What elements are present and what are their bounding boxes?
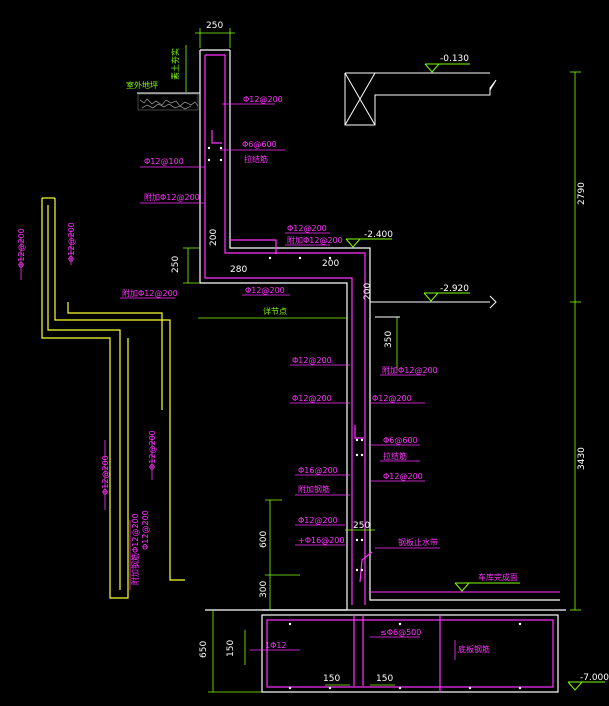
level-2: -2.400 [364,230,393,240]
level-marker-3 [423,292,470,302]
label-soil: 素土夯实 [170,48,180,80]
level-lines [344,72,560,593]
level-4: -7.000 [580,673,609,683]
label-r-d: Φ12@200 [292,356,332,365]
dim-right-upper: 2790 [577,182,587,205]
left-label-add: 附加Φ12@200 [122,288,178,298]
label-r-phi6-a: Φ6@600 [242,140,277,149]
dim-top-width: 250 [206,21,223,31]
left-label-add-bottom: 附加钢筋Φ12@200 [130,513,140,585]
level-marker-4 [567,681,605,691]
dim-280: 280 [230,265,247,275]
dim-left-650: 650 [199,641,209,658]
label-tie-b: 拉结筋 [383,451,407,461]
level-marker-2 [345,238,392,248]
concrete-outline [199,49,566,693]
dim-right-lower: 3430 [577,447,587,470]
level-1: -0.130 [440,54,469,64]
left-label-b: Φ12@200 [67,222,76,262]
level-markers [345,63,605,691]
label-r-add-c: 附加Φ12@200 [382,365,438,375]
dim-150-left: 150 [226,640,236,657]
level-marker-floor [454,582,520,592]
wall-outline-left [199,50,348,611]
label-tie-a: 拉结筋 [244,154,268,164]
dim-200-c: 200 [363,283,373,300]
left-detail [41,197,185,599]
left-label-a: Φ12@200 [17,228,26,268]
dim-350: 350 [384,331,394,348]
dim-200-b: 200 [322,259,339,269]
label-r-f: Φ12@200 [372,394,412,403]
label-dim-note: 详节点 [263,306,287,316]
level-marker-1 [424,63,470,73]
dim-250-mid: 250 [353,521,370,531]
left-detail-leaders [20,230,175,590]
dim-200-a: 200 [209,229,219,246]
label-base-note: 底板钢筋 [458,644,490,654]
base-slab [261,614,559,693]
level-text: -0.130 -2.400 -2.920 -7.000 [364,54,609,683]
rebar-dots [207,146,522,690]
label-phi6-500: ≤Φ6@500 [380,628,421,637]
wall-outline-right [229,50,560,601]
ground-hatch [137,92,200,111]
label-r-add-b: 附加Φ12@200 [287,235,343,245]
label-r-e: Φ12@200 [292,394,332,403]
dim-left-600: 600 [259,531,269,548]
label-1phi12: 1Φ12 [265,641,287,650]
label-r-h: Φ12@200 [298,516,338,525]
label-r-g: Φ12@200 [383,472,423,481]
label-r-c: Φ12@200 [245,286,285,295]
base-rebar [266,619,554,688]
rebar-bend [230,239,277,254]
label-r-add-a: 附加Φ12@200 [144,192,200,202]
label-r-phi16-a: Φ16@200 [298,466,338,475]
level-3: -2.920 [440,284,469,294]
label-ground: 室外地坪 [126,80,158,90]
label-r-b: Φ12@200 [287,224,327,233]
rebar-add-b [354,425,364,439]
leader-lines [140,103,456,660]
dim-left-250: 250 [171,256,181,273]
label-waterstop: 钢板止水带 [398,537,438,547]
dim-150-bottom: 150 [323,674,340,684]
annotation-text: 室外地坪 素土夯实 Φ12@200 Φ6@600 拉结筋 Φ12@100 附加Φ… [17,48,518,654]
reinforcement [204,54,554,692]
rebar-add-a [211,130,222,144]
rebar-inner [224,55,366,605]
label-floor: 车库完成面 [478,572,518,582]
label-r-phi16-b: +Φ16@200 [298,536,344,545]
rebar-outer [204,55,353,605]
left-label-e: Φ12@200 [141,510,150,550]
dimension-text: 250 2790 3430 250 600 300 650 150 150 15… [171,21,587,684]
label-r-a: Φ12@200 [243,95,283,104]
waterstop-mark [359,551,373,583]
dimension-lines [183,28,581,693]
dim-150-right: 150 [376,674,393,684]
label-r-phi6-b: Φ6@600 [383,436,418,445]
left-label-d: Φ12@200 [148,430,157,470]
label-r-phi12-100: Φ12@100 [144,157,184,166]
left-label-c: Φ12@200 [101,455,110,495]
dim-left-300: 300 [259,581,269,598]
label-r-add-d: 附加钢筋 [298,484,330,494]
